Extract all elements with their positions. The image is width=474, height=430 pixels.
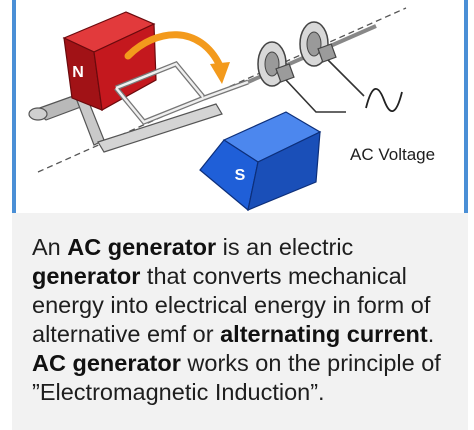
caption-text-4: . [427,321,435,347]
description-text: An AC generator is an electric generator… [12,213,468,430]
south-pole-label: S [235,167,246,184]
hand-crank [28,94,223,153]
caption-text-1: An [32,234,68,260]
carbon-brushes [275,43,337,83]
ac-generator-diagram: N S [12,0,468,213]
caption-bold-ac-generator: AC generator [67,234,217,260]
south-magnet [199,111,322,212]
armature-coil [114,61,249,125]
sine-wave-icon [365,88,403,112]
rotation-arrow [124,31,230,84]
north-pole-label: N [72,64,84,81]
caption-text-5: works on the principle of ”Electromagnet… [32,350,441,405]
slip-rings [247,21,377,87]
caption-text-3: that converts mechanical energy into ele… [32,263,431,347]
output-wires [285,59,365,113]
caption-bold-generator: generator [32,263,141,289]
caption-text-2: is an electric [216,234,354,260]
caption-bold-ac-generator-2: AC generator [32,350,181,376]
ac-voltage-label: AC Voltage [350,145,435,164]
generator-illustration: N S [28,7,435,212]
caption-bold-alternating-current: alternating current [220,321,428,347]
north-magnet [62,11,157,111]
